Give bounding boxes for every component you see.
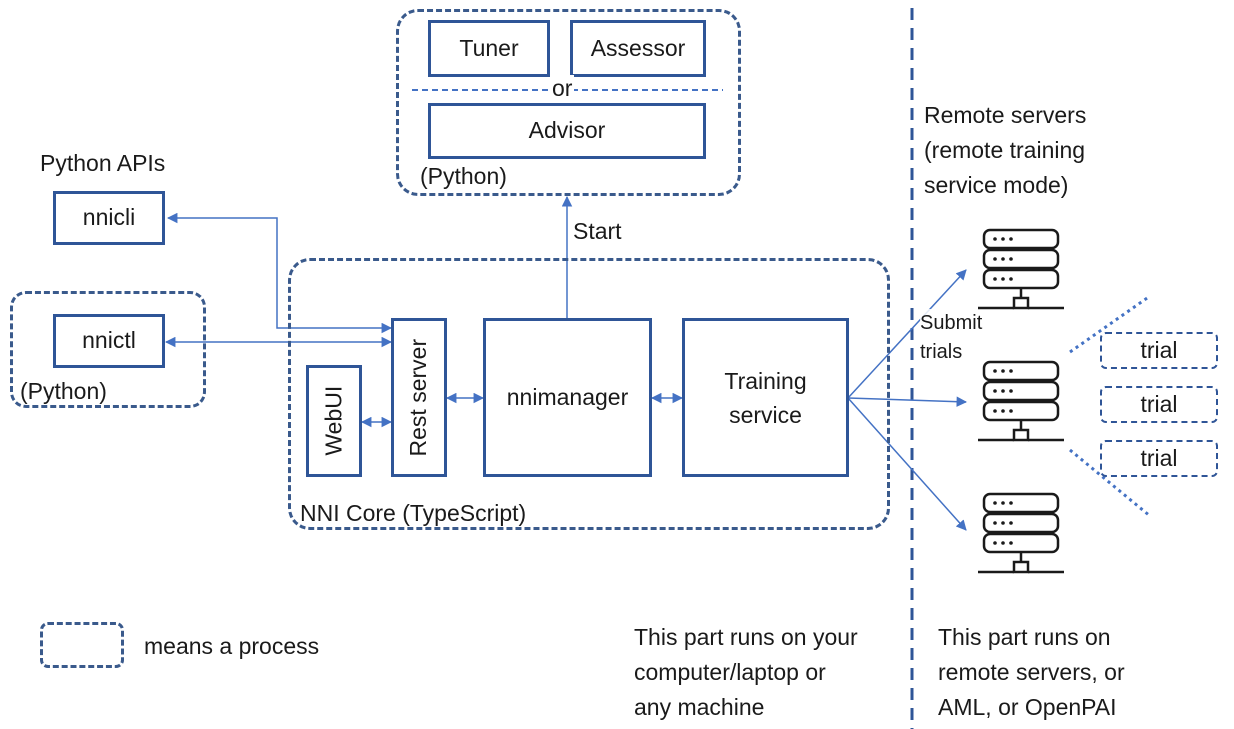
nnicli-label: nnicli bbox=[82, 204, 136, 231]
legend-process-sample bbox=[40, 622, 124, 668]
trial-box: trial bbox=[1100, 332, 1218, 369]
nni-core-label: NNI Core (TypeScript) bbox=[300, 500, 527, 526]
submit-trials-label: Submit trials bbox=[920, 309, 983, 367]
tuner-label: Tuner bbox=[459, 34, 519, 61]
submit-arrow-2 bbox=[847, 396, 968, 407]
advisor-box: Advisor bbox=[428, 103, 706, 159]
remote-note: This part runs on remote servers, or AML… bbox=[938, 624, 1125, 720]
assessor-box: Assessor bbox=[570, 20, 706, 77]
trial-fan-top bbox=[1069, 294, 1151, 354]
server-icon bbox=[978, 492, 1064, 574]
rest-server-label: Rest server bbox=[405, 338, 432, 457]
assessor-label: Assessor bbox=[590, 34, 686, 61]
local-note: This part runs on your computer/laptop o… bbox=[634, 624, 858, 720]
nnicli-rest-arrow bbox=[166, 212, 393, 334]
webui-box: WebUI bbox=[306, 365, 362, 477]
trial-box: trial bbox=[1100, 440, 1218, 477]
advisor-python-label: (Python) bbox=[420, 163, 507, 189]
advisor-label: Advisor bbox=[528, 117, 606, 144]
start-label: Start bbox=[573, 218, 622, 244]
nnictl-process bbox=[10, 291, 206, 408]
nnictl-label: nnictl bbox=[82, 327, 136, 354]
nnimanager-box: nnimanager bbox=[483, 318, 652, 477]
submit-arrow-1 bbox=[847, 269, 967, 399]
nnictl-box: nnictl bbox=[53, 314, 165, 368]
training-service-box: Training service bbox=[682, 318, 849, 477]
trial-box: trial bbox=[1100, 386, 1218, 423]
advisor-process bbox=[396, 9, 741, 196]
or-label: or bbox=[550, 75, 575, 103]
trial-label: trial bbox=[1140, 445, 1178, 471]
nnicli-box: nnicli bbox=[53, 191, 165, 245]
trial-label: trial bbox=[1140, 391, 1178, 417]
rest-server-box: Rest server bbox=[391, 318, 447, 477]
server-icon bbox=[978, 228, 1064, 310]
training-service-label: Training service bbox=[724, 367, 807, 428]
trial-label: trial bbox=[1140, 337, 1178, 363]
nni-core-process bbox=[288, 258, 890, 530]
trial-fan-bottom bbox=[1069, 448, 1151, 518]
python-apis-title: Python APIs bbox=[40, 150, 166, 176]
submit-arrow-3 bbox=[847, 397, 967, 531]
remote-servers-title: Remote servers (remote training service … bbox=[924, 102, 1087, 198]
nnimanager-label: nnimanager bbox=[506, 383, 629, 410]
webui-label: WebUI bbox=[320, 386, 347, 456]
tuner-box: Tuner bbox=[428, 20, 550, 77]
server-icon bbox=[978, 360, 1064, 442]
legend-label: means a process bbox=[144, 633, 320, 659]
nnictl-python-label: (Python) bbox=[20, 378, 107, 404]
